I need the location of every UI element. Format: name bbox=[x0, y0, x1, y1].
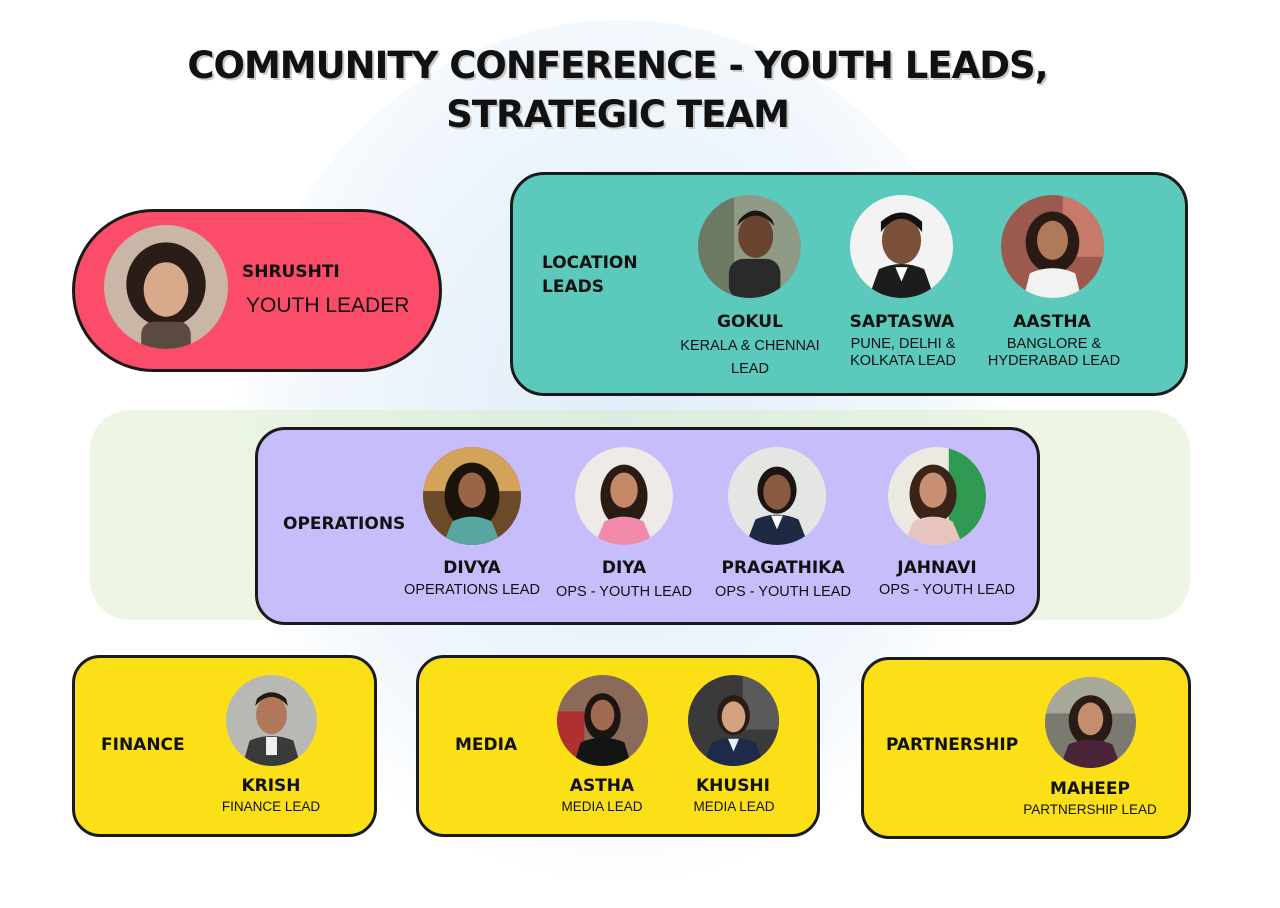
member-role-gokul-line2: LEAD bbox=[731, 361, 769, 377]
member-name-divya: DIVYA bbox=[443, 558, 501, 578]
operations-label: OPERATIONS bbox=[283, 514, 406, 534]
member-photo-maheep bbox=[1045, 677, 1136, 768]
location-leads-label-line2: LEADS bbox=[542, 277, 604, 297]
member-role-aastha-line1: BANGLORE & bbox=[1006, 336, 1102, 352]
youth-leader-role: YOUTH LEADER bbox=[246, 294, 410, 317]
partnership-label: PARTNERSHIP bbox=[886, 735, 1019, 755]
partnership-card bbox=[861, 657, 1191, 839]
member-photo-aastha bbox=[1001, 195, 1104, 298]
youth-leader-photo bbox=[104, 225, 228, 349]
member-role-pragathika: OPS - YOUTH LEAD bbox=[715, 584, 851, 600]
page-title-line1: COMMUNITY CONFERENCE - YOUTH LEADS, bbox=[187, 44, 1048, 87]
location-leads-label: LOCATION LEADS bbox=[542, 251, 638, 299]
member-role-khushi: MEDIA LEAD bbox=[693, 799, 775, 814]
finance-card bbox=[72, 655, 377, 837]
member-role-saptaswa: PUNE, DELHI & KOLKATA LEAD bbox=[813, 336, 993, 370]
youth-leader-name: SHRUSHTI bbox=[242, 262, 340, 282]
member-photo-divya bbox=[423, 447, 521, 545]
member-role-gokul: KERALA & CHENNAI LEAD bbox=[660, 336, 840, 379]
member-role-aastha: BANGLORE & HYDERABAD LEAD bbox=[964, 336, 1144, 370]
location-leads-label-line1: LOCATION bbox=[542, 253, 638, 273]
member-name-jahnavi: JAHNAVI bbox=[897, 558, 977, 578]
member-name-maheep: MAHEEP bbox=[1050, 779, 1130, 799]
member-role-krish: FINANCE LEAD bbox=[221, 799, 321, 814]
member-role-maheep: PARTNERSHIP LEAD bbox=[1023, 802, 1157, 817]
member-photo-pragathika bbox=[728, 447, 826, 545]
member-name-krish: KRISH bbox=[241, 776, 301, 796]
member-photo-astha bbox=[557, 675, 648, 766]
member-name-saptaswa: SAPTASWA bbox=[849, 312, 955, 332]
page-title-line2: STRATEGIC TEAM bbox=[446, 93, 790, 136]
member-name-diya: DIYA bbox=[601, 558, 647, 578]
member-role-diya: OPS - YOUTH LEAD bbox=[556, 584, 692, 600]
member-photo-diya bbox=[575, 447, 673, 545]
member-photo-gokul bbox=[698, 195, 801, 298]
member-photo-khushi bbox=[688, 675, 779, 766]
member-photo-jahnavi bbox=[888, 447, 986, 545]
member-role-jahnavi: OPS - YOUTH LEAD bbox=[879, 582, 1015, 598]
member-photo-saptaswa bbox=[850, 195, 953, 298]
finance-label: FINANCE bbox=[101, 735, 185, 755]
member-role-gokul-line1: KERALA & CHENNAI bbox=[680, 338, 820, 354]
member-name-pragathika: PRAGATHIKA bbox=[721, 558, 845, 578]
member-role-aastha-line2: HYDERABAD LEAD bbox=[987, 353, 1121, 369]
member-role-saptaswa-line1: PUNE, DELHI & bbox=[850, 336, 956, 352]
media-label: MEDIA bbox=[455, 735, 518, 755]
member-role-saptaswa-line2: KOLKATA LEAD bbox=[850, 353, 956, 369]
member-photo-krish bbox=[226, 675, 317, 766]
member-role-divya: OPERATIONS LEAD bbox=[404, 582, 540, 598]
member-role-astha: MEDIA LEAD bbox=[561, 799, 643, 814]
member-name-astha: ASTHA bbox=[569, 776, 635, 796]
member-name-khushi: KHUSHI bbox=[695, 776, 770, 796]
member-name-aastha: AASTHA bbox=[1013, 312, 1091, 332]
member-name-gokul: GOKUL bbox=[717, 312, 783, 332]
